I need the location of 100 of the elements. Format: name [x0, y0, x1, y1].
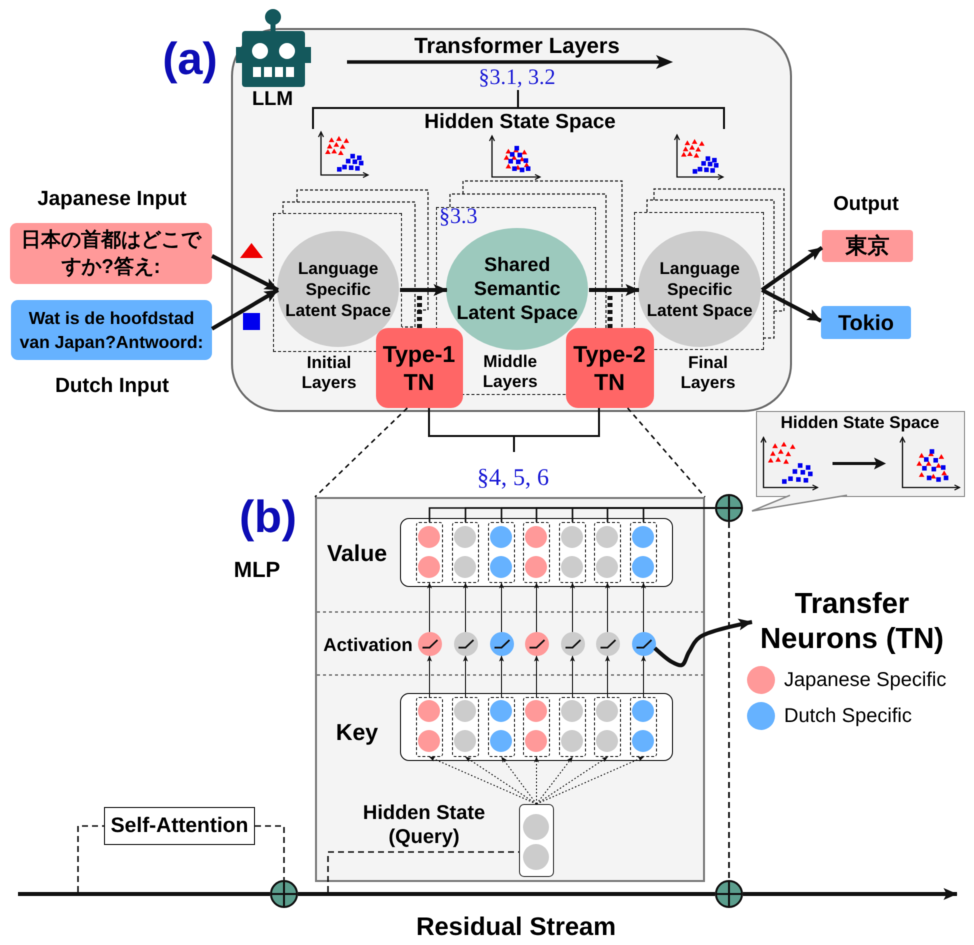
neuron-column [558, 696, 586, 756]
input-box [10, 223, 212, 284]
neuron-type-label: Type-1 TN [382, 340, 456, 396]
arrow [463, 656, 468, 698]
neuron-column [594, 696, 620, 756]
latent-space-circle [638, 231, 762, 348]
neuron-column [452, 522, 478, 582]
dashed-line [608, 295, 612, 328]
neuron-column [522, 696, 550, 756]
legend-label: Dutch Specific [784, 704, 912, 728]
arrow [589, 284, 640, 296]
arrow [534, 582, 539, 632]
callout-title: Hidden State Space [780, 412, 940, 432]
model-label: LLM [251, 88, 294, 110]
heading-text: Transfer Neurons (TN) [759, 587, 945, 657]
dashed-line [255, 825, 285, 880]
llm-panel [231, 28, 792, 412]
neuron-column [630, 696, 656, 756]
neuron-column [416, 522, 442, 582]
section-reference: §3.3 [438, 205, 478, 228]
dashed-line [627, 407, 706, 498]
connector-line [298, 892, 715, 896]
hidden-state-vector [519, 804, 554, 877]
adder-icon [270, 880, 298, 908]
section-reference: §3.1, 3.2 [478, 64, 556, 89]
input-box [11, 300, 212, 360]
adder-icon [715, 880, 743, 908]
panel-letter: (b) [238, 491, 298, 543]
arrow [465, 756, 537, 804]
neuron-column [488, 522, 514, 582]
activation-neuron [490, 632, 514, 656]
activation-neuron [632, 632, 656, 656]
dashed-line [327, 851, 519, 892]
prompt-text: Wat is de hoofdstad van Japan?Antwoord: [18, 307, 204, 354]
latent-space-label: Language Specific Latent Space [646, 258, 754, 321]
activation-neuron [560, 632, 584, 656]
arrow [534, 656, 539, 698]
arrow [463, 582, 468, 632]
layer-label: Middle Layers [482, 352, 539, 392]
output-text: Tokio [838, 310, 894, 336]
layer-label: Value [326, 539, 388, 567]
neuron-layer-box [400, 518, 673, 587]
arrow [499, 582, 504, 632]
arrow [761, 288, 822, 323]
transfer-neuron-box [566, 328, 654, 408]
neuron-column [594, 522, 620, 582]
section-reference: §4, 5, 6 [476, 464, 550, 492]
neuron-layer-box [400, 693, 673, 761]
arrow [534, 756, 539, 804]
dashed-line [314, 407, 408, 498]
transfer-neuron-box [376, 328, 462, 408]
arrow [499, 656, 504, 698]
module-label: Self-Attention [110, 813, 248, 839]
neuron-column [416, 696, 442, 756]
self-attention-box [104, 807, 255, 845]
layer-label: Key [335, 718, 379, 746]
activation-neuron [596, 632, 620, 656]
arrow [427, 582, 432, 632]
arrow [210, 288, 280, 331]
arrow [536, 756, 573, 804]
input-caption: Japanese Input [36, 187, 188, 211]
arrow [400, 284, 448, 296]
dashed-line [417, 295, 422, 328]
arrow [536, 756, 644, 804]
row-label: Activation [322, 633, 414, 657]
latent-space-label: Language Specific Latent Space [284, 258, 392, 321]
output-text: 東京 [846, 233, 890, 259]
activation-neuron [454, 632, 478, 656]
arrow [570, 582, 575, 632]
panel-letter: (a) [162, 33, 218, 85]
arrow [760, 246, 824, 292]
dashed-line [77, 825, 104, 892]
dashed-line [728, 522, 730, 880]
arrow [501, 756, 537, 804]
arrow [605, 656, 610, 698]
neuron-column [452, 696, 478, 756]
connector-line [18, 892, 270, 896]
prompt-text: 日本の首都はどこですか?答え: [20, 228, 203, 280]
activation-neuron [524, 632, 548, 656]
arrow [536, 756, 608, 804]
vector-label: Hidden State (Query) [362, 801, 486, 849]
panel-title: MLP [233, 557, 281, 583]
latent-space-label: Shared Semantic Latent Space [456, 253, 579, 326]
mlp-panel [315, 497, 705, 882]
output-box [821, 306, 911, 339]
adder-icon [715, 494, 743, 522]
arrow [641, 582, 646, 632]
arrow [653, 618, 752, 668]
arrow [570, 656, 575, 698]
arrow [641, 656, 646, 698]
layer-label: Final Layers [680, 353, 736, 393]
output-box [822, 230, 913, 262]
neuron-column [522, 522, 550, 582]
neuron-column [488, 696, 514, 756]
activation-neuron [418, 632, 442, 656]
output-caption: Output [832, 192, 900, 216]
neuron-column [558, 522, 586, 582]
bracket-label: Hidden State Space [424, 111, 616, 133]
stream-label: Residual Stream [416, 912, 616, 942]
arrow [427, 656, 432, 698]
